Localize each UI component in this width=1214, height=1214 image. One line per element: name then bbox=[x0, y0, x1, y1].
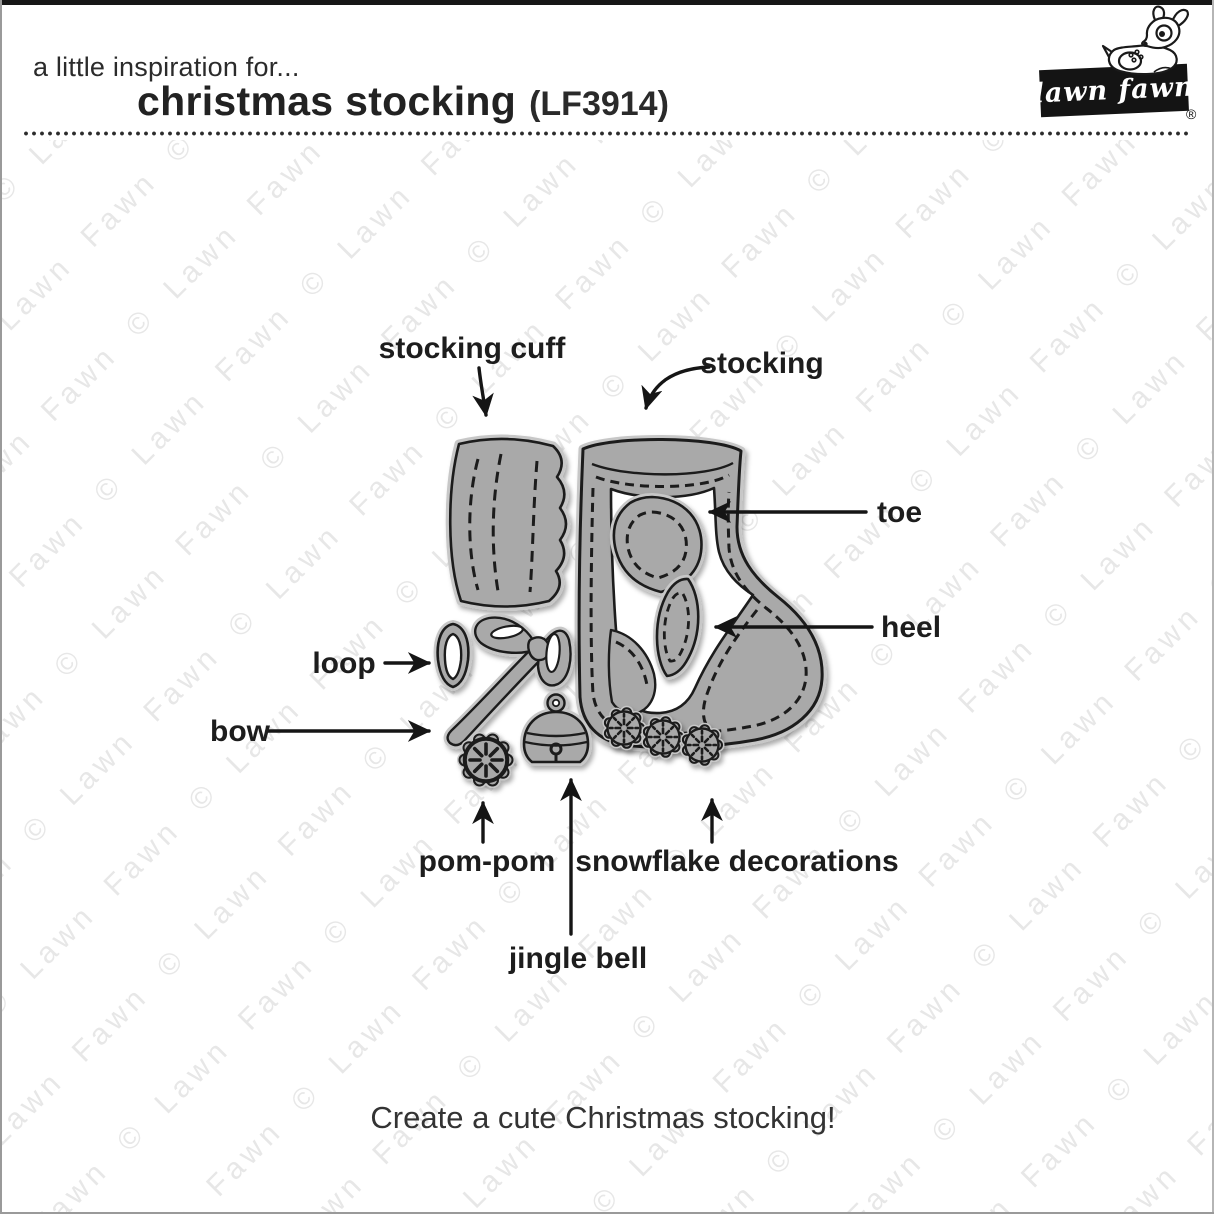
left-border bbox=[0, 0, 2, 1214]
product-title: christmas stocking bbox=[137, 78, 517, 124]
bow-die bbox=[443, 613, 575, 750]
registered-trademark: ® bbox=[1186, 106, 1197, 122]
label-jingle-bell: jingle bell bbox=[508, 942, 648, 975]
label-snowflake-decorations: snowflake decorations bbox=[575, 845, 899, 878]
fawn-spot-4 bbox=[1138, 54, 1144, 60]
heel-die bbox=[653, 574, 703, 680]
stocking-arrow bbox=[641, 365, 711, 410]
fawn-haunch bbox=[1117, 51, 1143, 71]
snowflake-decorations-die bbox=[602, 705, 725, 768]
fawn-spot-3 bbox=[1131, 57, 1137, 63]
fawn-spot-1 bbox=[1128, 52, 1134, 58]
dotted-divider bbox=[22, 131, 1192, 136]
fawn-front-leg bbox=[1153, 66, 1173, 73]
stocking-cuff-die bbox=[445, 434, 571, 611]
label-toe: toe bbox=[877, 496, 922, 529]
jingle-bell-die bbox=[520, 690, 592, 766]
pom-pom-die bbox=[457, 732, 515, 788]
page-title: christmas stocking (LF3914) bbox=[137, 78, 669, 125]
fawn-nose bbox=[1143, 41, 1148, 47]
toe-die bbox=[609, 493, 706, 596]
tagline: a little inspiration for... bbox=[33, 52, 300, 82]
label-stocking-cuff: stocking cuff bbox=[378, 332, 566, 365]
label-bow: bow bbox=[210, 715, 270, 748]
product-code: (LF3914) bbox=[529, 85, 669, 123]
label-pom-pom: pom-pom bbox=[418, 845, 556, 878]
fawn-icon bbox=[1101, 5, 1189, 76]
stocking-die bbox=[574, 435, 827, 752]
fawn-pupil bbox=[1159, 31, 1165, 37]
fawn-spot-2 bbox=[1134, 49, 1140, 55]
bottom-border bbox=[0, 1212, 1214, 1214]
label-heel: heel bbox=[881, 611, 942, 644]
stocking-cuff-arrow bbox=[472, 366, 494, 418]
label-loop: loop bbox=[312, 647, 376, 680]
caption: Create a cute Christmas stocking! bbox=[370, 1100, 836, 1135]
right-border bbox=[1212, 0, 1214, 1214]
label-stocking: stocking bbox=[700, 347, 824, 380]
loop-die bbox=[433, 620, 473, 691]
top-border-strip bbox=[0, 0, 1214, 5]
